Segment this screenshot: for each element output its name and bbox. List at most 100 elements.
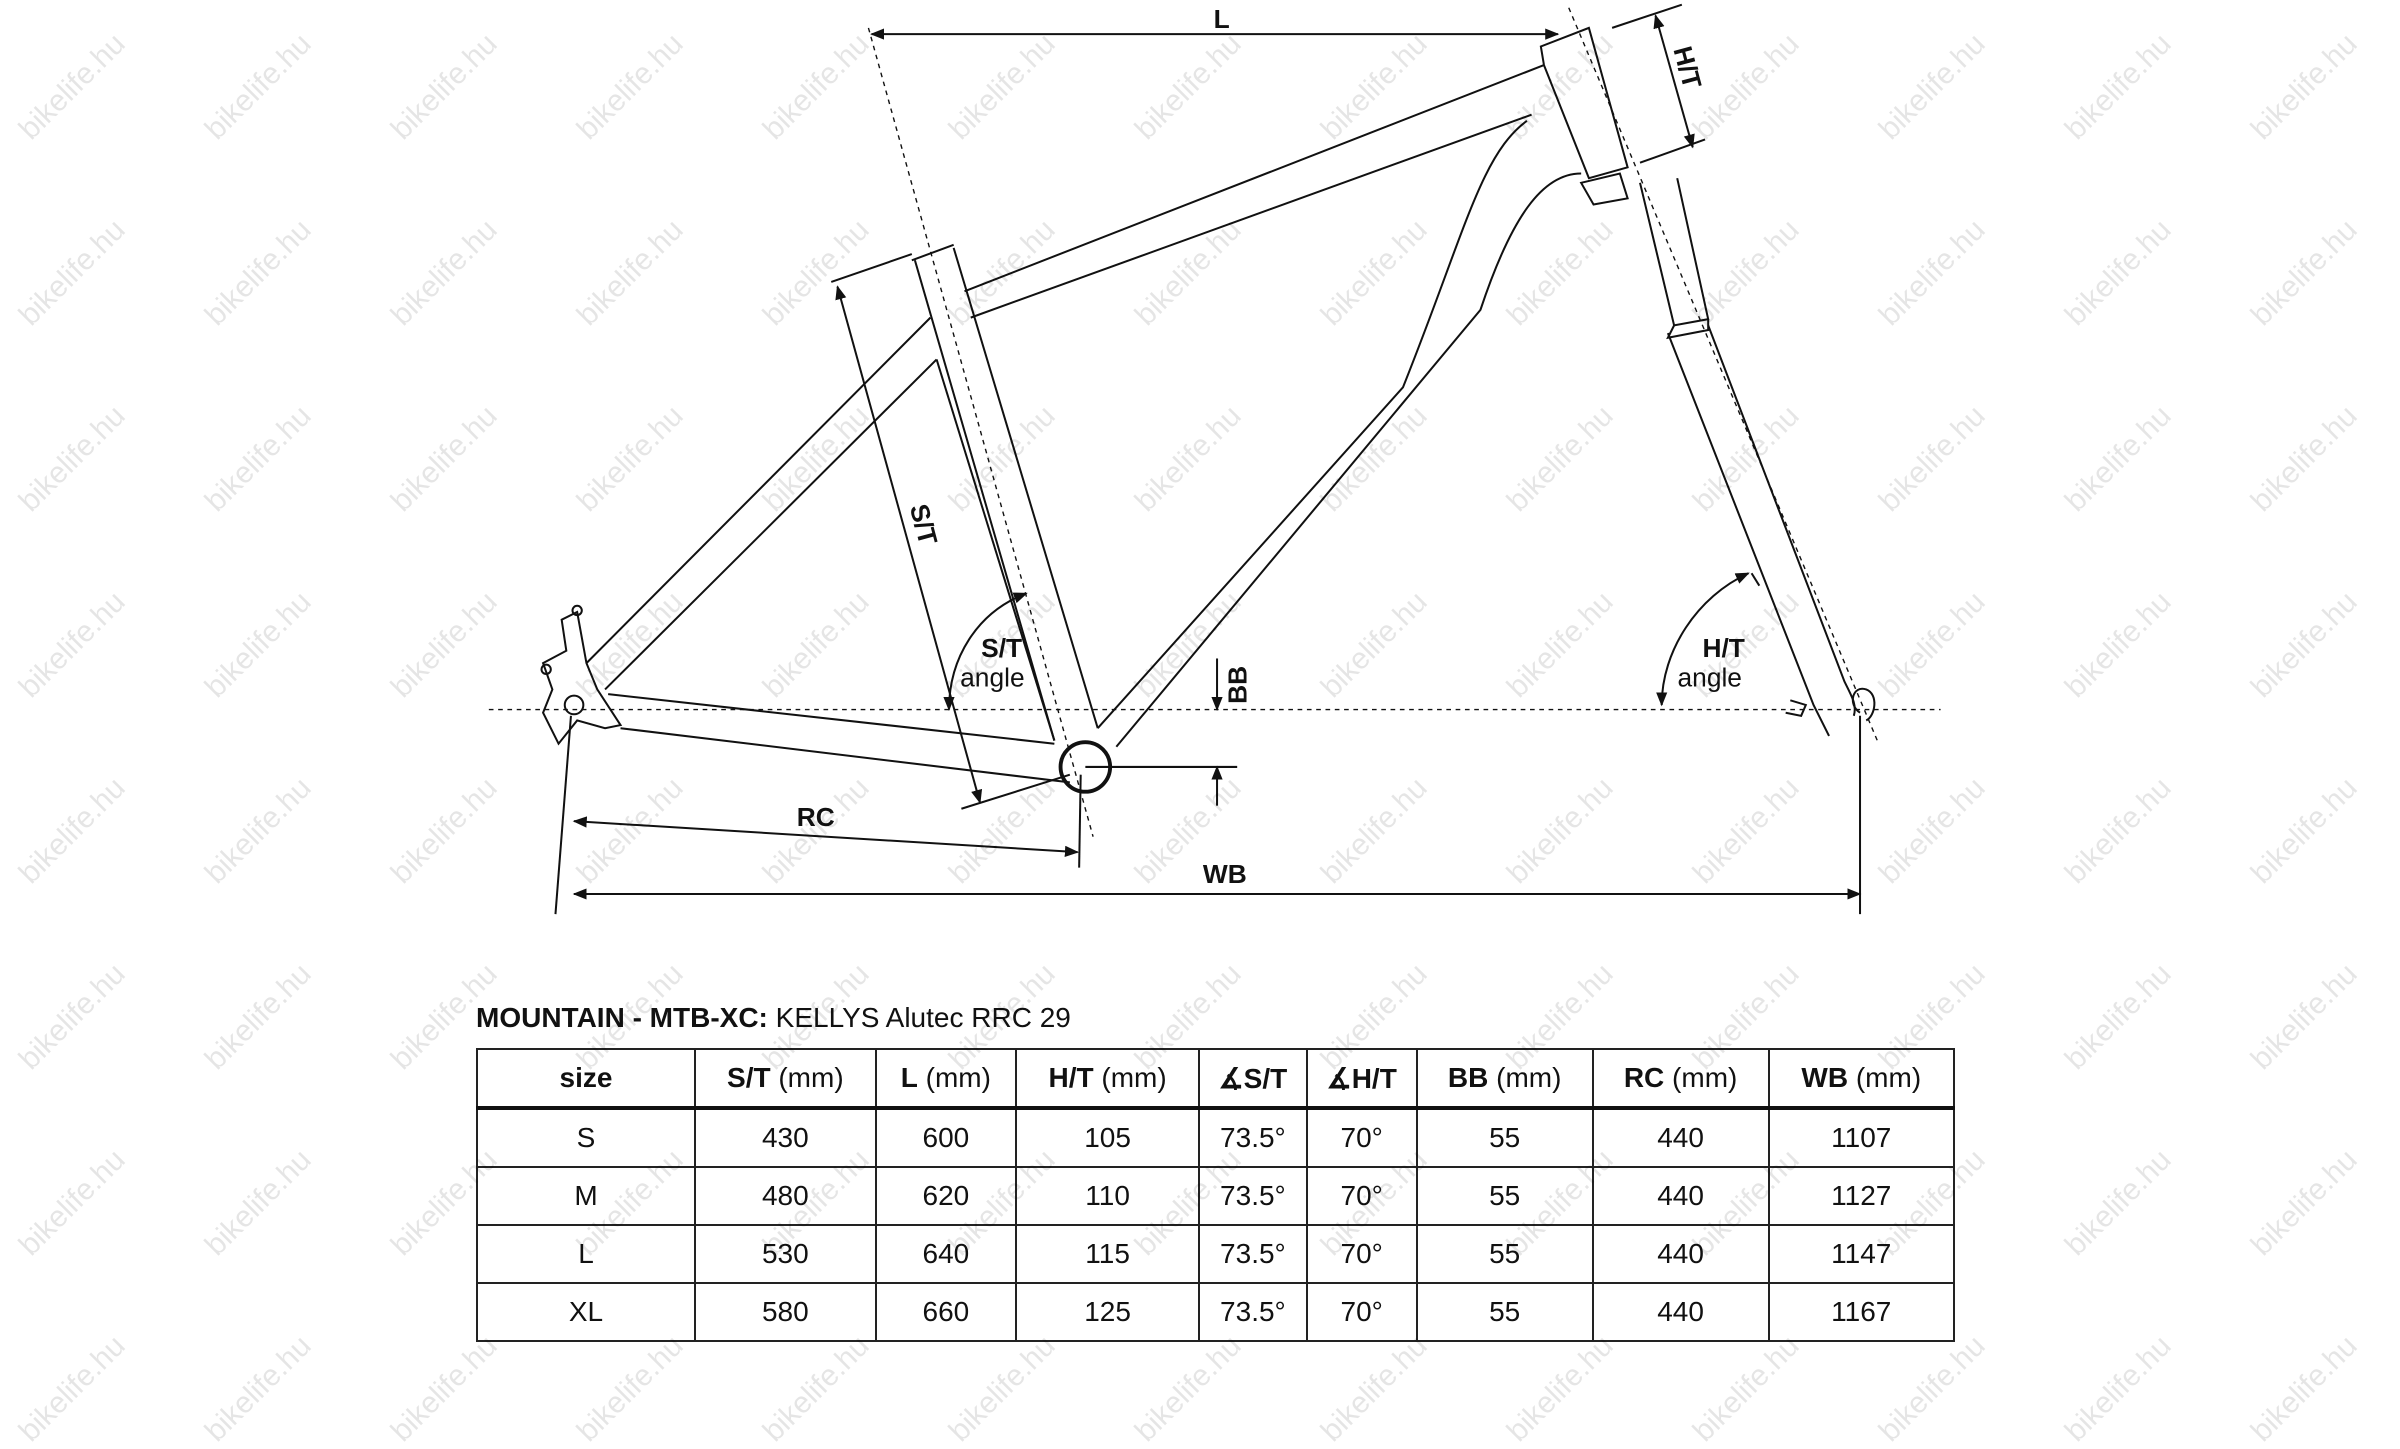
table-cell: 660: [874, 1282, 1018, 1342]
table-cell: 110: [1015, 1166, 1201, 1226]
column-header-unit: (mm): [1664, 1062, 1738, 1093]
table-cell: 73.5°: [1198, 1107, 1308, 1168]
title-category: MOUNTAIN - MTB-XC:: [476, 1002, 768, 1033]
table-cell: 55: [1415, 1166, 1594, 1226]
table-cell: 1127: [1767, 1166, 1956, 1226]
column-header-label: size: [559, 1062, 613, 1093]
column-header-unit: (mm): [1848, 1062, 1922, 1093]
table-cell: M: [476, 1166, 696, 1226]
table-cell: 440: [1591, 1224, 1770, 1284]
table-cell: 430: [694, 1107, 877, 1168]
geometry-table-title: MOUNTAIN - MTB-XC: KELLYS Alutec RRC 29: [476, 1002, 1071, 1034]
column-header-unit: (mm): [1093, 1062, 1167, 1093]
table-cell: 640: [874, 1224, 1018, 1284]
table-cell: 73.5°: [1198, 1224, 1308, 1284]
table-cell: 55: [1415, 1224, 1594, 1284]
st-angle-arc: [943, 592, 1028, 712]
top-tube: [964, 64, 1545, 319]
table-cell: 440: [1591, 1107, 1770, 1168]
table-cell: 1147: [1767, 1224, 1956, 1284]
ht-angle-arc: [1656, 572, 1750, 707]
watermark-text: bikelife.hu: [1128, 1329, 1248, 1449]
ht-angle-label: H/T: [1702, 633, 1744, 663]
watermark-text: bikelife.hu: [1872, 1329, 1992, 1449]
column-header-unit: (mm): [770, 1062, 844, 1093]
watermark-text: bikelife.hu: [198, 1329, 318, 1449]
down-tube: [1096, 120, 1582, 748]
st-dimension: [835, 285, 983, 804]
fork: [1639, 177, 1876, 737]
column-header-label: ∡H/T: [1326, 1062, 1397, 1094]
table-cell: 530: [694, 1224, 877, 1284]
column-header: BB (mm): [1415, 1048, 1594, 1109]
watermark-text: bikelife.hu: [1314, 1329, 1434, 1449]
bike-frame-geometry-diagram: L H/T S/T BB RC WB S/T angle H/T angle: [488, 3, 1941, 915]
table-cell: 70°: [1305, 1282, 1418, 1342]
table-cell: 105: [1015, 1107, 1201, 1168]
table-cell: S: [476, 1107, 696, 1168]
rc-dimension: [572, 816, 1080, 857]
table-cell: 55: [1415, 1282, 1594, 1342]
head-tube: [1539, 26, 1629, 206]
table-cell: 73.5°: [1198, 1282, 1308, 1342]
st-angle-label: S/T: [981, 633, 1022, 663]
table-cell: L: [476, 1224, 696, 1284]
wb-label: WB: [1203, 859, 1247, 889]
bb-dimension: [1085, 658, 1238, 806]
table-cell: 70°: [1305, 1166, 1418, 1226]
column-header-label: H/T: [1048, 1062, 1094, 1093]
watermark-text: bikelife.hu: [756, 1329, 876, 1449]
column-header-unit: (mm): [917, 1062, 991, 1093]
column-header-label: RC: [1623, 1062, 1665, 1093]
ht-dimension: [1653, 14, 1695, 149]
rear-dropout: [540, 604, 623, 746]
watermark-text: bikelife.hu: [12, 1329, 132, 1449]
table-cell: 1107: [1767, 1107, 1956, 1168]
column-header-label: L: [900, 1062, 918, 1093]
column-header: L (mm): [874, 1048, 1018, 1109]
table-cell: 115: [1015, 1224, 1201, 1284]
table-cell: 620: [874, 1166, 1018, 1226]
table-cell: 600: [874, 1107, 1018, 1168]
table-cell: 480: [694, 1166, 877, 1226]
bb-label: BB: [1222, 666, 1252, 704]
title-model: KELLYS Alutec RRC 29: [767, 1002, 1071, 1033]
ht-label: H/T: [1667, 43, 1707, 92]
table-cell: 440: [1591, 1282, 1770, 1342]
column-header: S/T (mm): [694, 1048, 877, 1109]
column-header: WB (mm): [1767, 1048, 1956, 1109]
column-header-label: BB: [1447, 1062, 1489, 1093]
table-cell: 73.5°: [1198, 1166, 1308, 1226]
watermark-text: bikelife.hu: [942, 1329, 1062, 1449]
rc-label: RC: [797, 802, 835, 832]
table-cell: 1167: [1767, 1282, 1956, 1342]
column-header: RC (mm): [1591, 1048, 1770, 1109]
watermark-text: bikelife.hu: [1686, 1329, 1806, 1449]
table-cell: 440: [1591, 1166, 1770, 1226]
column-header: H/T (mm): [1015, 1048, 1201, 1109]
st-label: S/T: [904, 501, 944, 548]
table-cell: XL: [476, 1282, 696, 1342]
watermark-text: bikelife.hu: [570, 1329, 690, 1449]
column-header: ∡S/T: [1198, 1048, 1308, 1109]
column-header-label: ∡S/T: [1218, 1062, 1288, 1094]
st-angle-label-2: angle: [960, 662, 1024, 692]
column-header: ∡H/T: [1305, 1048, 1418, 1109]
table-cell: 580: [694, 1282, 877, 1342]
ht-angle-label-2: angle: [1678, 662, 1742, 692]
watermark-text: bikelife.hu: [384, 1329, 504, 1449]
column-header: size: [476, 1048, 696, 1109]
column-header-unit: (mm): [1488, 1062, 1562, 1093]
table-cell: 70°: [1305, 1224, 1418, 1284]
watermark-text: bikelife.hu: [1500, 1329, 1620, 1449]
chain-stay: [608, 693, 1070, 784]
l-label: L: [1214, 4, 1230, 34]
table-cell: 125: [1015, 1282, 1201, 1342]
watermark-text: bikelife.hu: [2244, 1329, 2364, 1449]
